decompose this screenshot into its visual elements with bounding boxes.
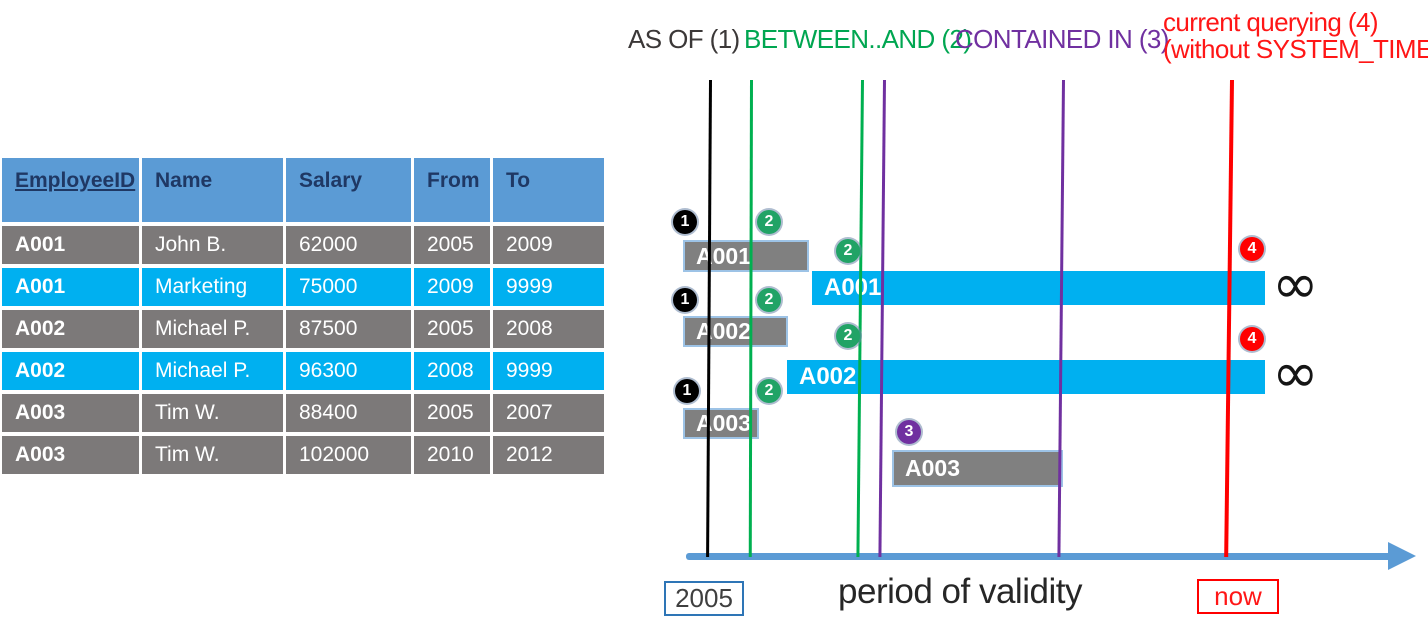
between-end-line (856, 79, 864, 557)
badge-as-of-1: 1 (673, 288, 697, 312)
bar-label: A003 (696, 410, 751, 436)
bar-a003-history-1: A003 (683, 408, 759, 439)
badge-contained-3: 3 (897, 420, 921, 444)
time-axis-arrowhead (1388, 542, 1416, 570)
bar-a001-history: A001 (683, 240, 809, 272)
table-cell: 2008 (493, 310, 604, 348)
column-header-name: Name (142, 158, 283, 222)
bar-label: A002 (799, 363, 857, 390)
legend-current-querying: current querying (4) (without SYSTEM_TIM… (1163, 9, 1428, 63)
table-cell: A002 (2, 352, 139, 390)
column-header-salary: Salary (286, 158, 411, 222)
between-start-line (748, 79, 753, 558)
table-cell: A002 (2, 310, 139, 348)
legend-between-and: BETWEEN..AND (2) (744, 24, 972, 54)
table-cell: 2009 (493, 226, 604, 264)
bar-a003-history-2: A003 (892, 450, 1063, 487)
table-cell: A001 (2, 268, 139, 306)
table-cell: 75000 (286, 268, 411, 306)
contained-start-line (878, 79, 886, 557)
table-cell: 102000 (286, 436, 411, 474)
now-box: now (1197, 579, 1279, 614)
badge-current-4: 4 (1240, 237, 1264, 261)
table-cell: 2010 (414, 436, 490, 474)
now-line (1224, 79, 1234, 557)
badge-between-2: 2 (836, 239, 860, 263)
badge-as-of-1: 1 (675, 379, 699, 403)
column-header-from: From (414, 158, 490, 222)
table-cell: Tim W. (142, 394, 283, 432)
table-cell: 96300 (286, 352, 411, 390)
bar-label: A002 (696, 318, 751, 344)
table-cell: 2007 (493, 394, 604, 432)
infinity-icon: ∞ (1272, 252, 1319, 317)
table-cell: 9999 (493, 352, 604, 390)
table-cell: Michael P. (142, 310, 283, 348)
column-header-to: To (493, 158, 604, 222)
legend-current-querying-line2: (without SYSTEM_TIME) (1163, 34, 1428, 64)
bar-a001-current: A001 (812, 271, 1265, 305)
table-cell: A001 (2, 226, 139, 264)
table-cell: 88400 (286, 394, 411, 432)
bar-label: A001 (824, 274, 882, 301)
legend-contained-in: CONTAINED IN (3) (955, 24, 1169, 54)
badge-as-of-1: 1 (673, 210, 697, 234)
table-cell: 2012 (493, 436, 604, 474)
legend-current-querying-line1: current querying (4) (1163, 7, 1378, 37)
table-cell: John B. (142, 226, 283, 264)
table-cell: Tim W. (142, 436, 283, 474)
table-cell: 2005 (414, 310, 490, 348)
infinity-icon: ∞ (1272, 341, 1319, 406)
table-cell: 9999 (493, 268, 604, 306)
employee-history-table: EmployeeID Name Salary From To A001 John… (2, 158, 604, 474)
badge-between-2: 2 (757, 210, 781, 234)
axis-title: period of validity (838, 572, 1082, 611)
legend-as-of: AS OF (1) (628, 24, 740, 54)
table-cell: Michael P. (142, 352, 283, 390)
badge-current-4: 4 (1240, 327, 1264, 351)
badge-between-2: 2 (836, 324, 860, 348)
table-cell: A003 (2, 394, 139, 432)
time-axis (686, 553, 1392, 560)
badge-between-2: 2 (757, 379, 781, 403)
table-cell: 87500 (286, 310, 411, 348)
table-cell: 2005 (414, 226, 490, 264)
bar-a002-current: A002 (787, 360, 1265, 394)
table-cell: 2008 (414, 352, 490, 390)
table-cell: 2009 (414, 268, 490, 306)
bar-a002-history: A002 (683, 316, 788, 347)
column-header-employee-id: EmployeeID (2, 158, 139, 222)
bar-label: A001 (696, 242, 751, 269)
bar-label: A003 (905, 455, 960, 481)
table-cell: 62000 (286, 226, 411, 264)
table-cell: A003 (2, 436, 139, 474)
origin-year-box: 2005 (664, 581, 744, 616)
badge-between-2: 2 (757, 288, 781, 312)
table-cell: 2005 (414, 394, 490, 432)
table-cell: Marketing (142, 268, 283, 306)
